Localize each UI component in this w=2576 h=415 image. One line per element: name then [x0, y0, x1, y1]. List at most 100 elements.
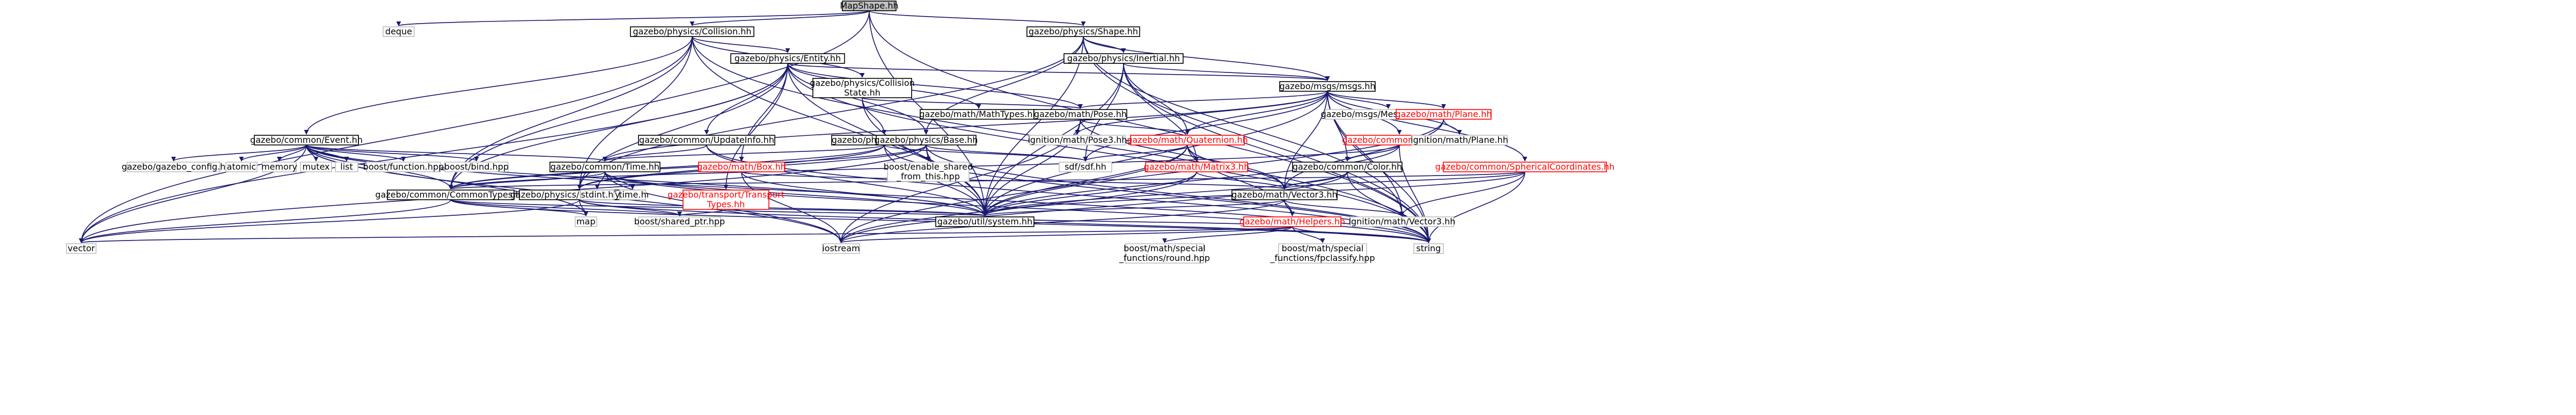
node-box-quaternion [1130, 135, 1245, 145]
node-box-msgs [1279, 81, 1376, 92]
edge-root-to-string [869, 10, 1431, 243]
node-inertial[interactable]: gazebo/physics/Inertial.hh [1063, 53, 1184, 64]
edge-msgs-to-ignpose3 [1075, 91, 1328, 135]
node-box-mutex [300, 162, 332, 172]
node-msgs[interactable]: gazebo/msgs/msgs.hh [1279, 81, 1376, 92]
node-boostround: boost/math/special_functions/round.hpp [1119, 243, 1210, 264]
node-box-atomic [225, 162, 258, 172]
node-label-boostfunc-0: boost/function.hpp [363, 162, 444, 172]
edge-event-to-atomic [239, 144, 307, 162]
node-label-ignvector3-0: ignition/math/Vector3.hh [1349, 216, 1456, 227]
node-label-iostream-0: iostream [822, 243, 860, 253]
edge-root-to-collision [689, 10, 870, 26]
edge-event-to-gzconfig [171, 144, 307, 162]
node-label-mutex-0: mutex [302, 162, 329, 172]
node-system[interactable]: gazebo/util/system.hh [935, 216, 1034, 227]
node-label-collstate-1: State.hh [844, 88, 880, 98]
node-box-entity [730, 53, 845, 64]
node-box-event [254, 135, 359, 145]
edge-physicstypes-to-vector [79, 199, 580, 243]
edge-msgs-to-pose [1078, 91, 1328, 109]
node-vector3[interactable]: gazebo/math/Vector3.hh [1231, 190, 1338, 200]
node-color[interactable]: gazebo/common/Color.hh [1292, 162, 1403, 172]
node-label-stdint-0: stdint.h [581, 190, 614, 200]
node-label-sharedptr-0: boost/shared_ptr.hpp [634, 216, 725, 227]
edge-inertial-to-matrix3 [1123, 63, 1199, 162]
node-ignpose3: ignition/math/Pose3.hh [1028, 135, 1127, 145]
node-label-enableshared-1: _from_this.hpp [896, 171, 960, 182]
edge-vector3-to-iostream [839, 199, 1285, 243]
node-label-collision-0: gazebo/physics/Collision.hh [633, 26, 752, 37]
node-atomic: atomic [225, 162, 258, 172]
node-label-vector-0: vector [68, 243, 95, 253]
node-plane[interactable]: gazebo/math/Plane.hh [1396, 109, 1492, 120]
edge-quaternion-to-system [982, 144, 1188, 216]
edge-image-to-string [1399, 144, 1431, 243]
node-box-sdf [1059, 162, 1112, 172]
node-updateinfo[interactable]: gazebo/common/UpdateInfo.hh [638, 135, 775, 145]
node-commontypes[interactable]: gazebo/common/CommonTypes.hh [375, 190, 526, 200]
edge-msgs-to-sdf [1083, 91, 1328, 162]
node-label-base-0: gazebo/physics/Base.hh [875, 135, 978, 145]
edge-plane-to-vector3 [1282, 119, 1444, 190]
node-list: list [335, 162, 358, 172]
node-time[interactable]: gazebo/common/Time.hh [549, 162, 660, 172]
edge-entity-to-base [787, 63, 929, 135]
node-shape[interactable]: gazebo/physics/Shape.hh [1026, 26, 1140, 37]
edge-image-to-system [982, 144, 1400, 216]
edge-inertial-to-string [1123, 63, 1431, 243]
node-label-transport-0: gazebo/transport/Transport [667, 190, 784, 200]
node-box-matrix3 [1145, 162, 1248, 172]
edge-state-to-time [603, 144, 885, 162]
edge-entity-to-updateinfo [704, 63, 788, 135]
edge-vector3-to-helpers [1284, 199, 1295, 216]
node-label-memory-0: memory [261, 162, 297, 172]
node-box-enableshared [887, 162, 970, 182]
node-box-timeh [619, 190, 646, 200]
node-quaternion[interactable]: gazebo/math/Quaternion.hh [1127, 135, 1248, 145]
node-label-matrix3-0: gazebo/math/Matrix3.hh [1144, 162, 1250, 172]
edge-spherical-to-string [1426, 171, 1525, 243]
edge-matrix3-to-vector3 [1196, 171, 1287, 190]
edge-time-to-commontypes [448, 171, 606, 190]
node-box[interactable]: gazebo/math/Box.hh [697, 162, 786, 172]
node-label-vector3-0: gazebo/math/Vector3.hh [1231, 190, 1337, 200]
edge-transport-to-system [725, 209, 987, 216]
node-box-helpers [1243, 216, 1341, 227]
node-pose[interactable]: gazebo/math/Pose.hh [1033, 109, 1127, 120]
edge-updateinfo-to-system [706, 144, 987, 216]
node-root: MapShape.hh [840, 1, 899, 11]
edge-msgs-to-msgtypes [1327, 91, 1391, 109]
node-box-ignplane [1411, 135, 1508, 145]
node-helpers[interactable]: gazebo/math/Helpers.hh [1239, 216, 1345, 227]
node-gzconfig: gazebo/gazebo_config.h [122, 162, 226, 172]
edge-inertial-to-quaternion [1123, 63, 1190, 135]
edge-helpers-to-iostream [839, 226, 1293, 243]
edge-event-to-memory [277, 144, 307, 162]
node-box-list [335, 162, 358, 172]
node-spherical[interactable]: gazebo/common/SphericalCoordinates.hh [1435, 162, 1614, 172]
node-box-time [549, 162, 660, 172]
node-matrix3[interactable]: gazebo/math/Matrix3.hh [1144, 162, 1250, 172]
node-box-updateinfo [638, 135, 775, 145]
node-label-spherical-0: gazebo/common/SphericalCoordinates.hh [1435, 162, 1614, 172]
node-label-mathtypes-0: gazebo/math/MathTypes.hh [919, 109, 1038, 119]
edge-helpers-to-vector [79, 226, 1293, 243]
node-label-boostround-0: boost/math/special [1124, 243, 1206, 253]
node-mathtypes[interactable]: gazebo/math/MathTypes.hh [919, 109, 1038, 120]
node-base[interactable]: gazebo/physics/Base.hh [875, 135, 978, 145]
node-label-root-0: MapShape.hh [840, 1, 898, 11]
node-collision[interactable]: gazebo/physics/Collision.hh [630, 26, 754, 37]
node-ignvector3: ignition/math/Vector3.hh [1349, 216, 1456, 227]
node-box-vector [66, 243, 97, 254]
node-label-ignpose3-0: ignition/math/Pose3.hh [1028, 135, 1127, 145]
node-mutex: mutex [300, 162, 332, 172]
node-entity[interactable]: gazebo/physics/Entity.hh [730, 53, 845, 64]
edge-spherical-to-vector3 [1282, 171, 1525, 190]
edge-collstate-to-system [862, 97, 987, 216]
node-box-shape [1026, 26, 1140, 37]
node-event[interactable]: gazebo/common/Event.hh [250, 135, 363, 145]
